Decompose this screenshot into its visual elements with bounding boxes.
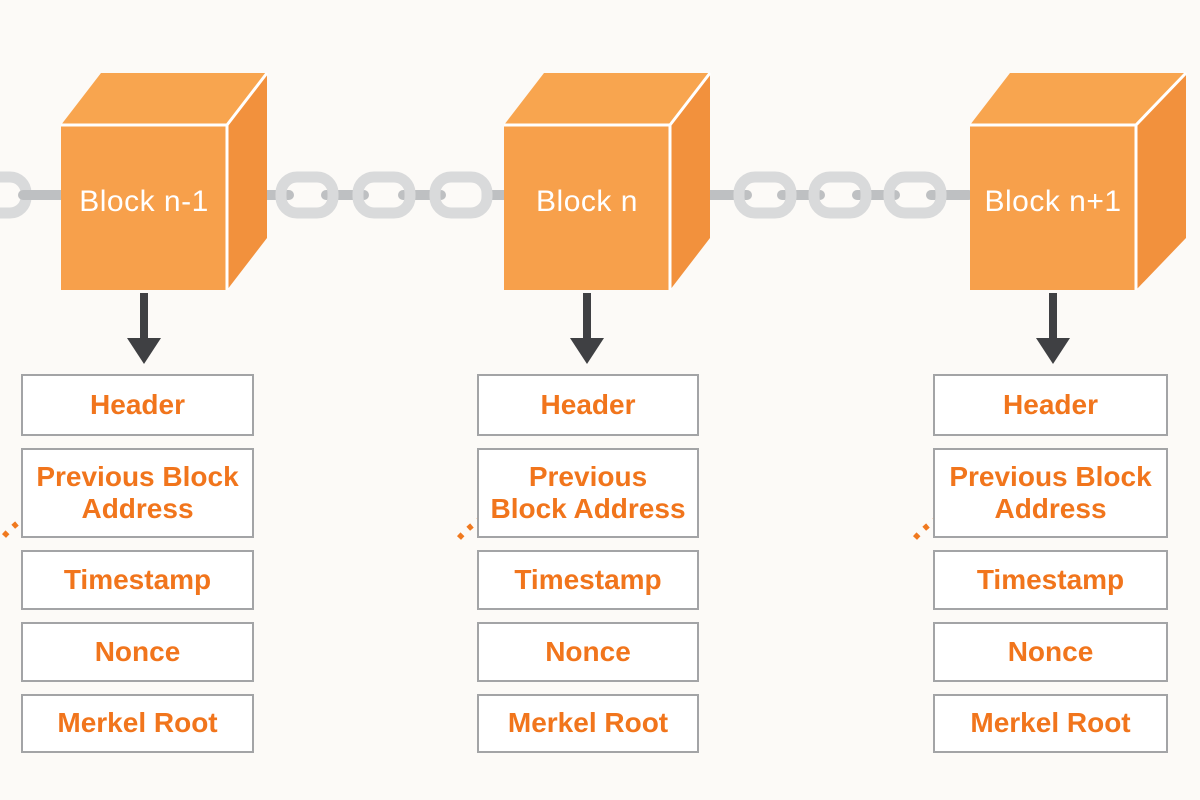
cube-side-face [227, 73, 267, 290]
arrow-head [570, 338, 604, 364]
field-merkel-root: Merkel Root [933, 694, 1168, 753]
chain-link-icon [883, 171, 947, 219]
field-nonce: Nonce [21, 622, 254, 682]
cube-top-face [504, 73, 710, 125]
field-previous-block-address: Previous Block Address [477, 448, 699, 538]
chain-link-icon [808, 171, 872, 219]
field-header: Header [21, 374, 254, 436]
chain-link-icon [733, 171, 797, 219]
block-label: Block n [536, 185, 638, 218]
chain-link-icon [352, 171, 416, 219]
cube-side-face [670, 73, 710, 290]
down-arrow-icon [1036, 293, 1070, 364]
arrow-shaft [583, 293, 591, 340]
cube-seam [504, 72, 712, 290]
field-timestamp: Timestamp [477, 550, 699, 610]
arrow-head [127, 338, 161, 364]
field-merkel-root: Merkel Root [477, 694, 699, 753]
cube-top-face [970, 73, 1186, 125]
field-timestamp: Timestamp [933, 550, 1168, 610]
arrow-head [1036, 338, 1070, 364]
chain-connector-icon [18, 190, 66, 200]
block-label: Block n-1 [79, 185, 209, 218]
block-cube-icon: Block n-1 [61, 72, 269, 290]
chain-connector-icon [926, 190, 974, 200]
field-previous-block-address: Previous Block Address [21, 448, 254, 538]
cube-front-face [61, 125, 227, 290]
field-merkel-root: Merkel Root [21, 694, 254, 753]
block-cube-icon: Block n+1 [970, 71, 1188, 290]
chain-segment-2 [704, 171, 974, 219]
chain-connector-icon [704, 190, 752, 200]
chain-segment-left [0, 171, 66, 219]
chain-link-icon [275, 171, 339, 219]
field-header: Header [933, 374, 1168, 436]
field-header: Header [477, 374, 699, 436]
chain-segment-1 [246, 171, 530, 219]
chain-link-icon [429, 171, 493, 219]
cube-seam [970, 71, 1188, 290]
field-nonce: Nonce [933, 622, 1168, 682]
block-label: Block n+1 [984, 185, 1121, 218]
down-arrow-icon [570, 293, 604, 364]
cube-front-face [970, 125, 1136, 290]
cube-front-face [504, 125, 670, 290]
field-previous-block-address: Previous Block Address [933, 448, 1168, 538]
field-timestamp: Timestamp [21, 550, 254, 610]
block-cube-icon: Block n [504, 72, 712, 290]
down-arrow-icon [127, 293, 161, 364]
cube-side-face [1136, 73, 1186, 290]
arrow-shaft [1049, 293, 1057, 340]
cube-seam [61, 72, 269, 290]
cube-top-face [61, 73, 267, 125]
field-nonce: Nonce [477, 622, 699, 682]
arrow-shaft [140, 293, 148, 340]
